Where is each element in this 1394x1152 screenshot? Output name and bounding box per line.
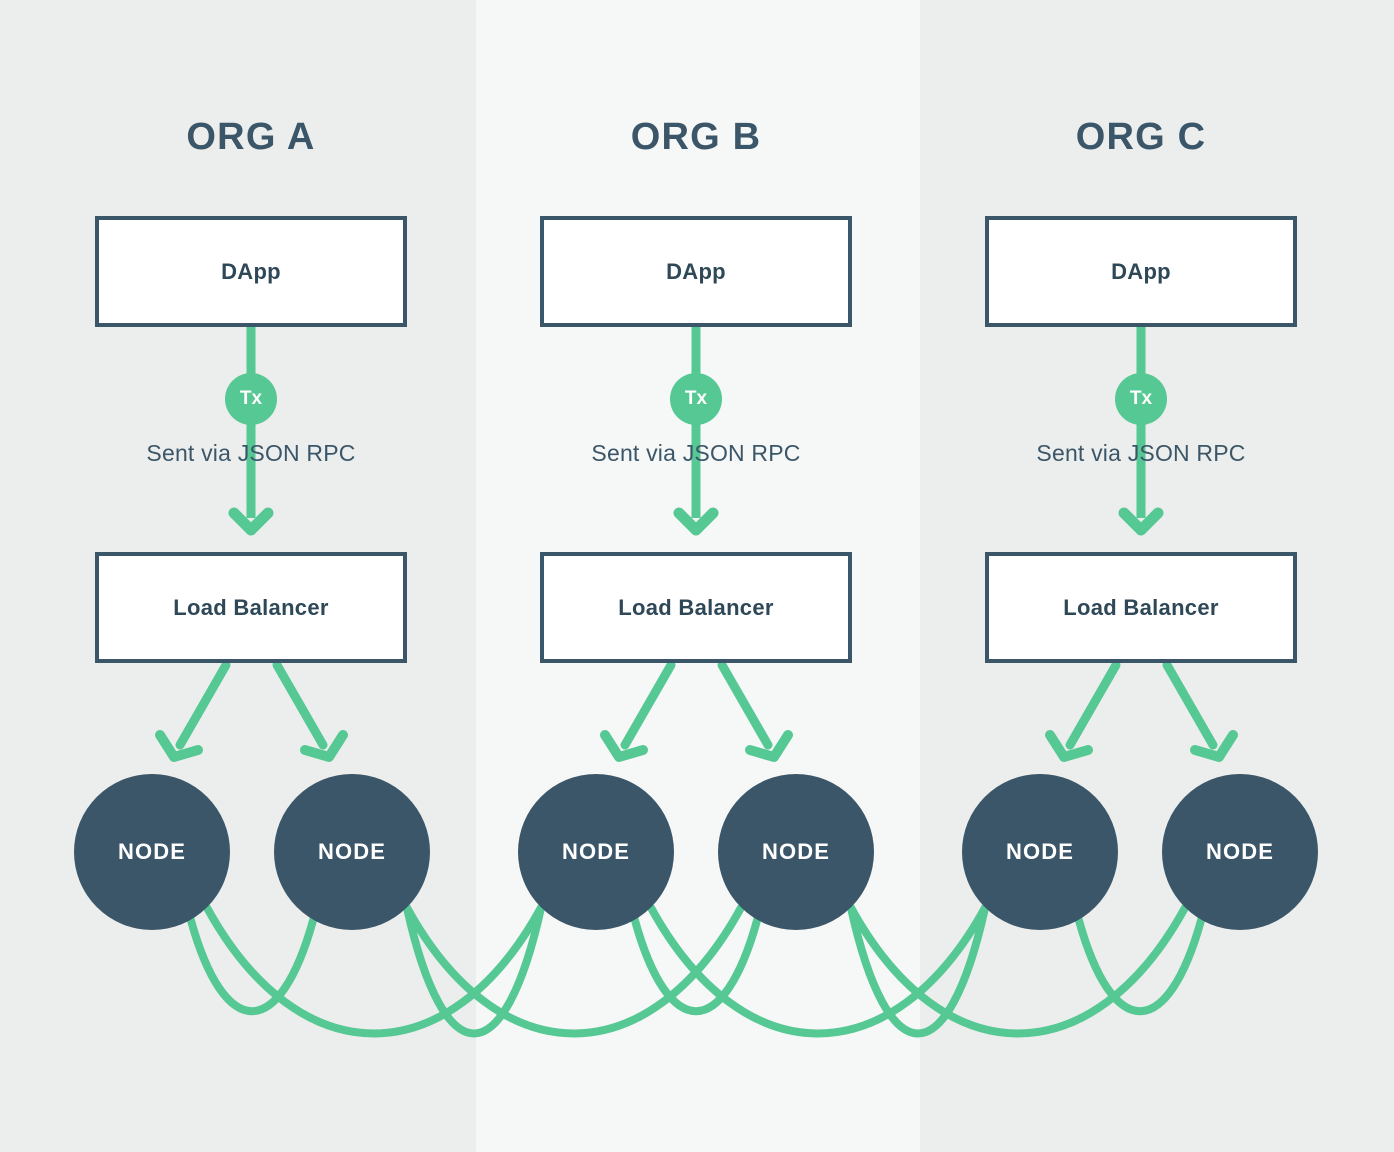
org-title-b: ORG B (630, 116, 762, 158)
org-title-c: ORG C (1075, 116, 1207, 158)
org-title-a: ORG A (186, 116, 316, 158)
dapp-box-org-b[interactable]: DApp (540, 216, 852, 327)
dapp-box-org-c[interactable]: DApp (985, 216, 1297, 327)
tx-badge-org-a: Tx (225, 373, 277, 425)
node-circle-b2[interactable]: NODE (718, 774, 874, 930)
dapp-box-org-a[interactable]: DApp (95, 216, 407, 327)
node-circle-c1[interactable]: NODE (962, 774, 1118, 930)
load-balancer-box-org-a[interactable]: Load Balancer (95, 552, 407, 663)
node-circle-a1[interactable]: NODE (74, 774, 230, 930)
load-balancer-box-org-b[interactable]: Load Balancer (540, 552, 852, 663)
rpc-label-org-c: Sent via JSON RPC (1036, 440, 1246, 466)
tx-badge-org-c: Tx (1115, 373, 1167, 425)
node-circle-c2[interactable]: NODE (1162, 774, 1318, 930)
tx-badge-org-b: Tx (670, 373, 722, 425)
rpc-label-org-a: Sent via JSON RPC (146, 440, 356, 466)
load-balancer-box-org-c[interactable]: Load Balancer (985, 552, 1297, 663)
node-circle-a2[interactable]: NODE (274, 774, 430, 930)
node-circle-b1[interactable]: NODE (518, 774, 674, 930)
rpc-label-org-b: Sent via JSON RPC (591, 440, 801, 466)
